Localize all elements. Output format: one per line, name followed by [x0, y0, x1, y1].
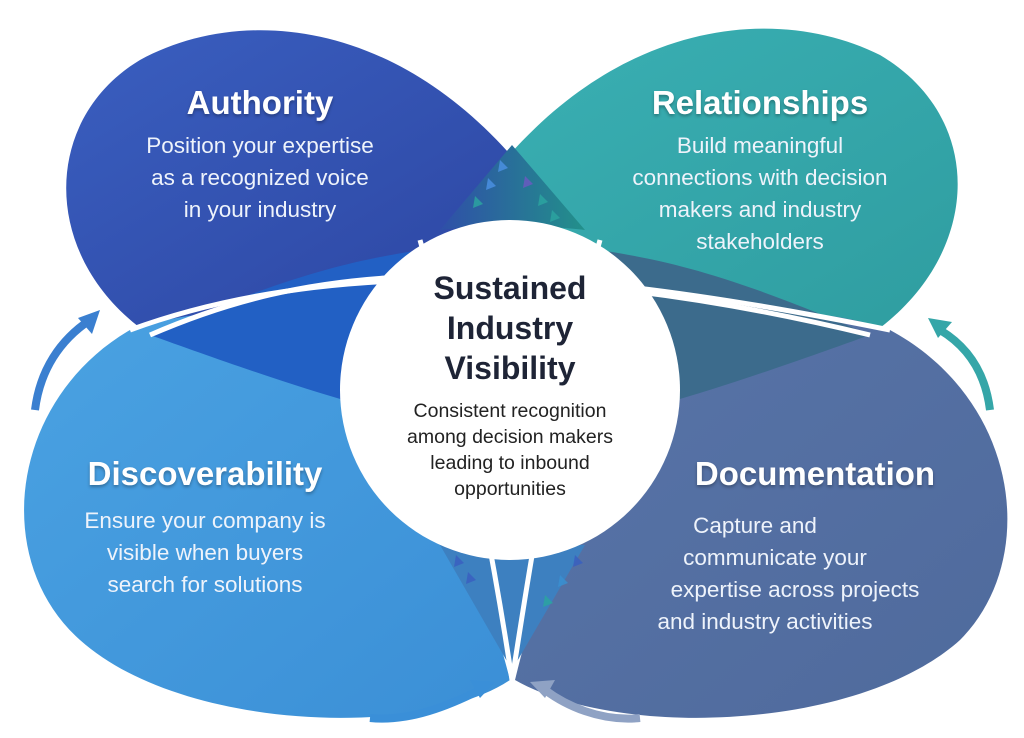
documentation-description: Capture and communicate your expertise a…: [600, 510, 970, 638]
center-description: Consistent recognition among decision ma…: [370, 398, 650, 502]
center-title-line: Industry: [446, 310, 574, 346]
overlap-top: [440, 145, 585, 230]
center-title-line: Sustained: [433, 270, 587, 306]
center-description-line: among decision makers: [407, 426, 613, 448]
discoverability-description: Ensure your company is visible when buye…: [40, 505, 370, 601]
authority-description: Position your expertise as a recognized …: [100, 130, 420, 226]
authority-line: Position your expertise: [146, 133, 374, 158]
documentation-line: expertise across projects: [670, 577, 920, 602]
discoverability-title: Discoverability: [87, 455, 323, 492]
overlap-bottom: [440, 545, 585, 670]
cycle-arrow-bottom-right: [530, 680, 641, 723]
center-section: Sustained Industry Visibility Consistent…: [370, 268, 650, 502]
relationships-title: Relationships: [651, 84, 869, 121]
discoverability-line: visible when buyers: [106, 540, 304, 565]
relationships-line: makers and industry: [658, 197, 862, 222]
center-title-line: Visibility: [444, 350, 576, 386]
documentation-title: Documentation: [694, 455, 936, 492]
decorative-triangles: [454, 160, 583, 607]
center-title: Sustained Industry Visibility: [370, 268, 650, 388]
documentation-section: Documentation: [640, 455, 990, 493]
cycle-arrow-bottom-left: [369, 680, 495, 723]
center-description-line: opportunities: [454, 478, 566, 500]
discoverability-section: Discoverability Ensure your company is v…: [40, 455, 370, 601]
authority-line: as a recognized voice: [151, 165, 369, 190]
documentation-line: communicate your: [683, 545, 867, 570]
authority-line: in your industry: [183, 197, 337, 222]
authority-petal: [66, 30, 560, 335]
discoverability-line: search for solutions: [107, 572, 303, 597]
relationships-petal: [460, 28, 958, 335]
relationships-line: Build meaningful: [676, 133, 844, 158]
relationships-section: Relationships Build meaningful connectio…: [600, 84, 920, 258]
authority-section: Authority Position your expertise as a r…: [100, 84, 420, 226]
cycle-arrow-up-left: [31, 310, 100, 411]
documentation-line: and industry activities: [657, 609, 873, 634]
relationships-line: stakeholders: [696, 229, 824, 254]
center-circle: [340, 220, 680, 560]
authority-title: Authority: [186, 84, 334, 121]
relationships-description: Build meaningful connections with decisi…: [600, 130, 920, 258]
relationships-line: connections with decision: [632, 165, 888, 190]
center-description-line: leading to inbound: [430, 452, 590, 474]
documentation-line: Capture and: [693, 513, 817, 538]
cycle-arrow-up-right: [928, 318, 994, 411]
center-description-line: Consistent recognition: [413, 400, 607, 422]
discoverability-line: Ensure your company is: [84, 508, 326, 533]
